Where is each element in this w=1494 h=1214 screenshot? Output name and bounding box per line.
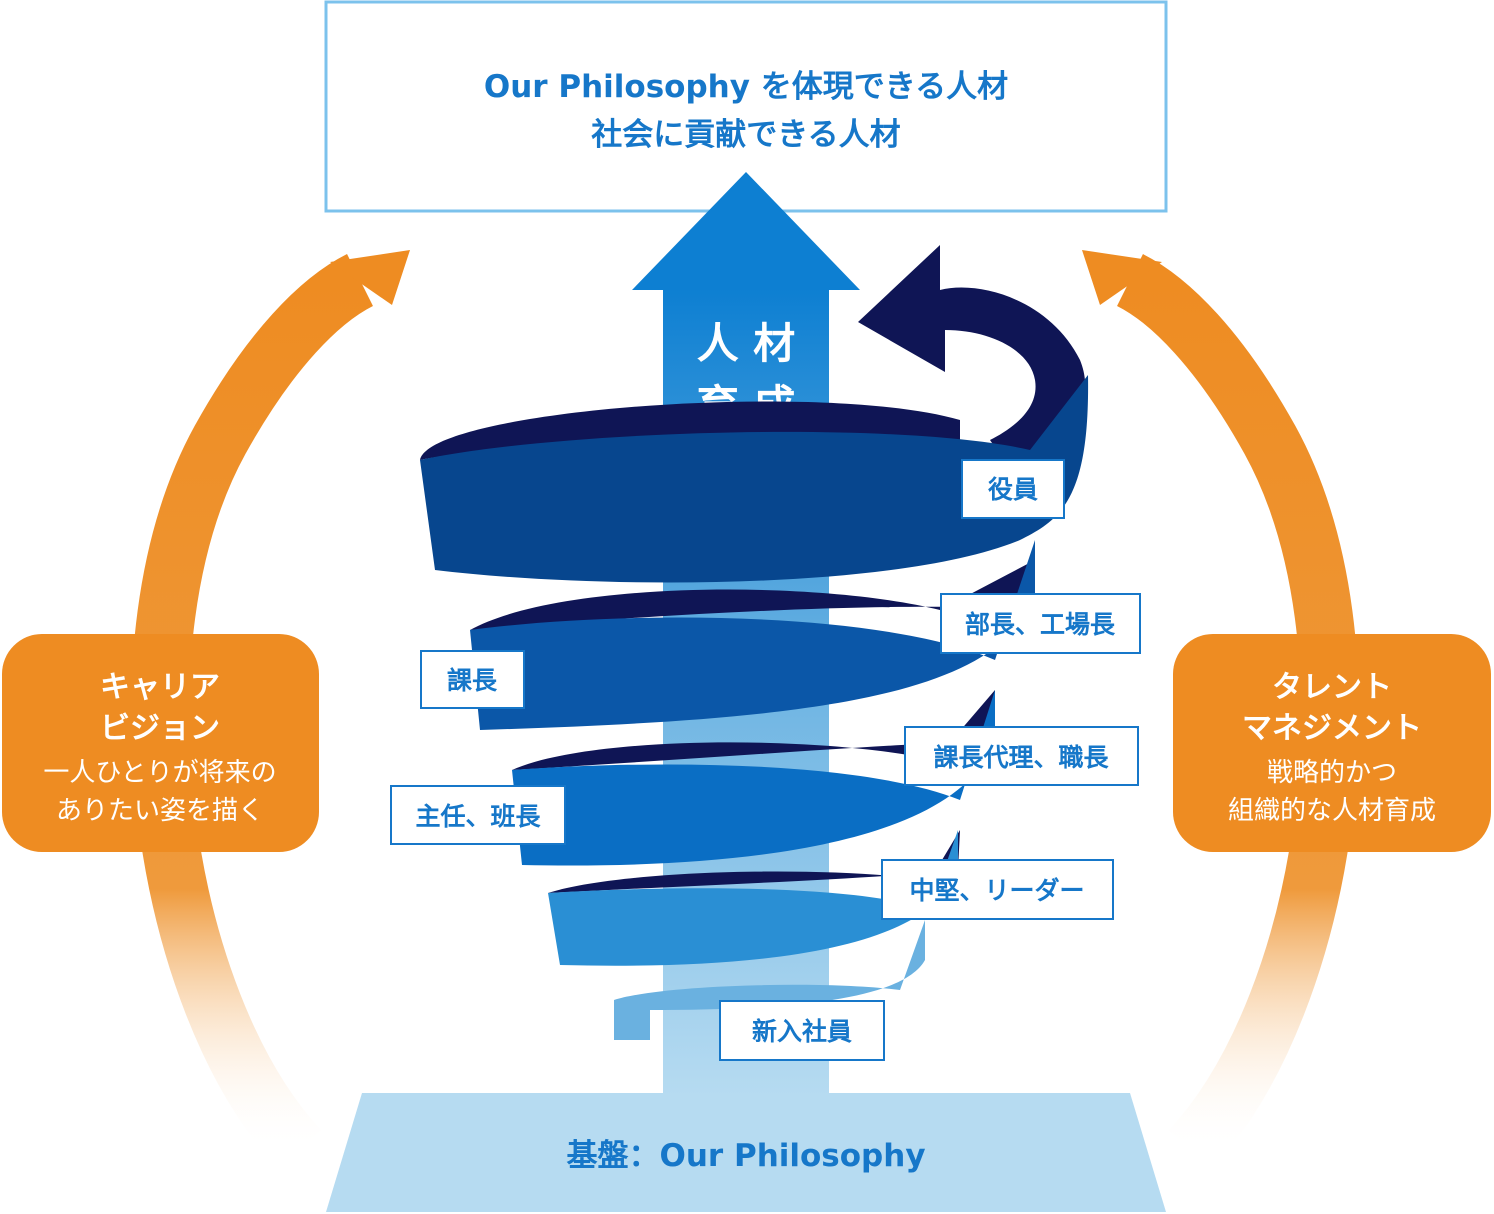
foundation-label: 基盤：Our Philosophy [566,1138,925,1174]
level-label: 部長、工場長 [965,610,1116,639]
talent-management-title-1: タレント [1272,670,1392,705]
talent-management-desc-1: 戦略的かつ [1267,758,1397,788]
left-cycle-arrow [131,250,410,1170]
goal-line-2: 社会に貢献できる人材 [591,117,900,153]
talent-management-desc-2: 組織的な人材育成 [1228,796,1436,826]
level-label: 主任、班長 [415,802,541,831]
goal-line-1: Our Philosophy を体現できる人材 [484,69,1008,105]
growth-arrow-label-1: 人 材 [697,319,796,368]
talent-management-box: タレント マネジメント 戦略的かつ 組織的な人材育成 [1173,634,1491,852]
level-label: 役員 [988,475,1038,504]
level-mid-career: 中堅、リーダー [881,859,1114,920]
foundation-base [326,1093,1166,1212]
level-label: 課長 [447,666,498,695]
level-new-employee: 新入社員 [719,1000,885,1061]
level-label: 課長代理、職長 [933,743,1109,772]
level-deputy-manager: 課長代理、職長 [904,726,1139,786]
level-general-manager: 部長、工場長 [940,593,1141,654]
career-vision-desc-2: ありたい姿を描く [56,796,264,826]
level-chief: 主任、班長 [390,785,566,845]
career-vision-box: キャリア ビジョン 一人ひとりが将来の ありたい姿を描く [2,634,319,852]
level-label: 中堅、リーダー [909,876,1084,905]
career-vision-desc-1: 一人ひとりが将来の [43,758,276,788]
right-cycle-arrow [1082,250,1359,1170]
talent-management-title-2: マネジメント [1242,711,1422,746]
career-spiral [420,245,1089,1040]
career-vision-title-1: キャリア [100,670,220,705]
career-vision-title-2: ビジョン [100,711,220,746]
level-label: 新入社員 [752,1017,852,1046]
level-executive: 役員 [961,459,1065,519]
level-section-manager: 課長 [420,650,525,709]
